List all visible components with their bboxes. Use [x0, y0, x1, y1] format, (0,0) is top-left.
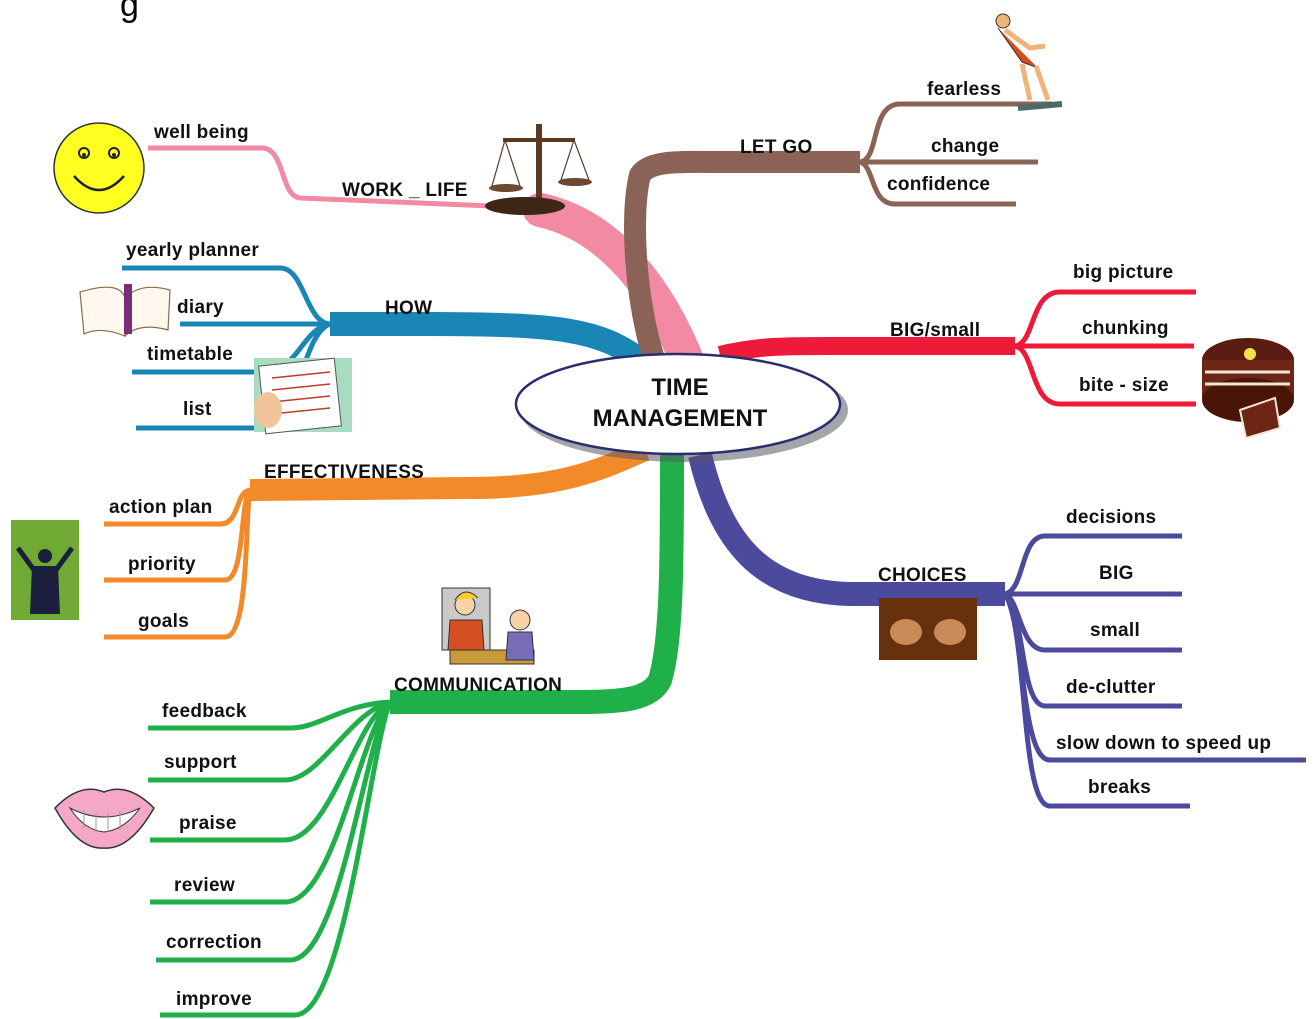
branch-label-communication: COMMUNICATION — [394, 675, 563, 696]
branch-line — [104, 487, 251, 527]
branch-trunk — [717, 336, 1015, 364]
node-label-slow-down-to-speed-up: slow down to speed up — [1056, 733, 1272, 754]
branch-line — [1014, 289, 1196, 349]
node-label-praise: praise — [179, 813, 237, 834]
branch-line — [150, 700, 392, 905]
branch-line — [1014, 343, 1196, 407]
diver-icon — [995, 13, 1063, 111]
node-label-fearless: fearless — [927, 79, 1002, 100]
branch-line — [160, 701, 393, 1018]
central-topic-line1: TIME — [651, 374, 709, 401]
branch-choices — [688, 452, 1306, 809]
cake-icon — [1202, 338, 1294, 440]
node-label-well-being: well being — [154, 122, 249, 143]
branch-line — [150, 699, 392, 843]
central-topic: TIME MANAGEMENT — [545, 372, 815, 434]
title-fragment: g — [120, 0, 139, 24]
book-icon — [79, 284, 171, 338]
central-node-ellipse — [514, 352, 842, 456]
branch-let-go — [624, 101, 1052, 366]
conductor-icon — [11, 520, 79, 620]
smiley-icon — [53, 122, 145, 214]
people-talking-icon — [441, 587, 535, 665]
branch-label-big-small: BIG/small — [890, 320, 981, 341]
branch-line — [1002, 592, 1190, 809]
node-label-decisions: decisions — [1066, 507, 1157, 528]
branch-communication — [148, 454, 684, 1018]
node-label-bite-size: bite - size — [1079, 375, 1169, 396]
branch-big-small — [717, 289, 1196, 407]
node-label-confidence: confidence — [887, 174, 991, 195]
branch-label-choices: CHOICES — [878, 565, 967, 586]
node-label-de-clutter: de-clutter — [1066, 677, 1156, 698]
central-topic-line2: MANAGEMENT — [592, 405, 768, 432]
node-label-small: small — [1090, 620, 1141, 641]
branch-label-let-go: LET GO — [740, 137, 813, 158]
node-label-timetable: timetable — [147, 344, 234, 365]
node-label-big: BIG — [1099, 563, 1134, 584]
node-label-list: list — [183, 399, 212, 420]
central-node — [514, 352, 848, 462]
node-label-priority: priority — [128, 554, 196, 575]
node-label-big-picture: big picture — [1073, 262, 1174, 283]
node-label-feedback: feedback — [162, 701, 247, 722]
branch-line — [156, 700, 393, 963]
branch-trunk — [390, 454, 684, 714]
smile-lips-icon — [54, 788, 155, 849]
node-label-action-plan: action plan — [109, 497, 213, 518]
branch-label-effectiveness: EFFECTIVENESS — [264, 462, 425, 483]
node-label-improve: improve — [176, 989, 253, 1010]
branch-line — [148, 699, 391, 731]
branch-line — [1003, 533, 1182, 597]
node-label-diary: diary — [177, 297, 224, 318]
fists-icon — [879, 598, 977, 660]
branch-trunk — [330, 312, 648, 370]
node-label-yearly-planner: yearly planner — [126, 240, 260, 261]
scales-icon — [485, 124, 592, 215]
branch-line — [148, 699, 391, 783]
branch-trunk — [688, 452, 1005, 606]
branch-label-work-life: WORK _ LIFE — [342, 180, 468, 201]
branch-line — [122, 265, 331, 327]
branch-label-how: HOW — [385, 298, 433, 319]
node-label-review: review — [174, 875, 235, 896]
checklist-icon — [254, 357, 352, 435]
node-label-chunking: chunking — [1082, 318, 1169, 339]
node-label-support: support — [164, 752, 237, 773]
branch-trunk — [624, 150, 860, 366]
node-label-breaks: breaks — [1088, 777, 1152, 798]
node-label-correction: correction — [166, 932, 262, 953]
branch-line — [104, 489, 253, 640]
node-label-change: change — [931, 136, 1000, 157]
branch-line — [858, 159, 1016, 207]
branch-line — [859, 101, 1052, 165]
node-label-goals: goals — [138, 611, 190, 632]
